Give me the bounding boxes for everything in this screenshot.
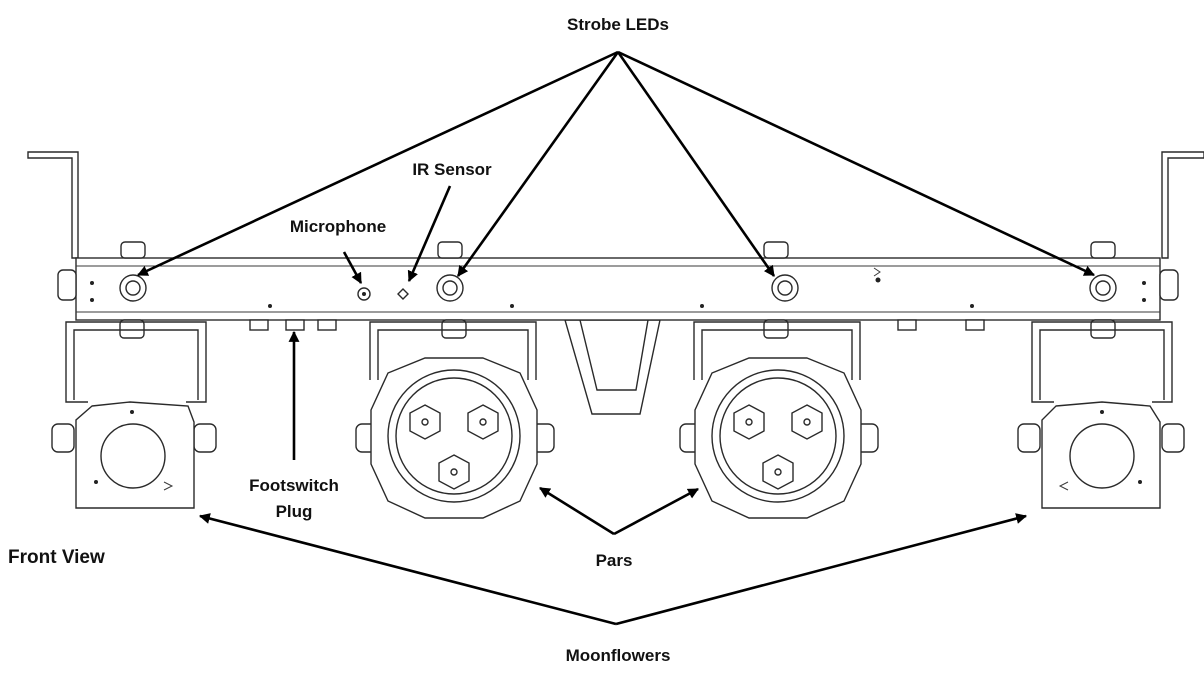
right-mounting-bracket (1161, 151, 1204, 259)
moonflowers-arrows (198, 513, 1028, 626)
moonflower-left (51, 319, 217, 509)
pars-label: Pars (596, 551, 633, 570)
stand-post (564, 319, 661, 415)
pars-arrows (539, 486, 699, 536)
ir-sensor-label: IR Sensor (412, 160, 492, 179)
par-left (355, 319, 555, 519)
microphone-label: Microphone (290, 217, 386, 236)
strobe-led-3 (771, 274, 799, 302)
footswitch-label-line2: Plug (276, 502, 313, 521)
ir-sensor-arrow (407, 185, 452, 283)
moonflowers-label: Moonflowers (566, 646, 671, 665)
footswitch-label-line1: Footswitch (249, 476, 339, 495)
strobe-leds-arrows (137, 50, 1095, 277)
bottom-connectors (249, 319, 985, 331)
ir-sensor-part (397, 288, 409, 300)
strobe-led-2 (436, 274, 464, 302)
front-view-title: Front View (8, 547, 105, 568)
strobe-led-4 (1089, 274, 1117, 302)
par-right (679, 319, 879, 519)
moonflower-right (1017, 319, 1185, 509)
top-knobs (120, 241, 1116, 259)
main-bar (75, 257, 1161, 321)
microphone-part (357, 287, 371, 301)
left-mounting-bracket (27, 151, 79, 259)
bar-side-knobs (57, 269, 1179, 301)
strobe-leds-label: Strobe LEDs (567, 15, 669, 34)
microphone-arrow (342, 251, 363, 284)
strobe-led-1 (119, 274, 147, 302)
